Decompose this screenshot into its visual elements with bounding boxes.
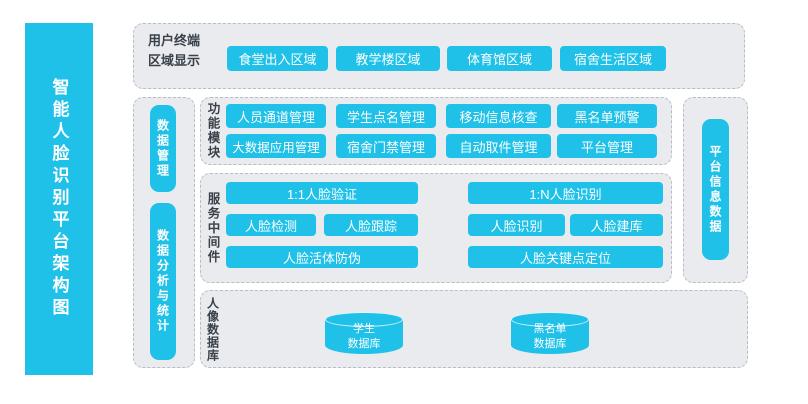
- service-middleware-label: 服务中间件: [205, 191, 220, 265]
- node-auto-pickup-mgmt: 自动取件管理: [446, 134, 551, 158]
- user-terminal-label-line1: 用户终端: [148, 33, 201, 48]
- cylinder-top-ellipse: [511, 312, 589, 327]
- node-gymnasium-region: 体育馆区域: [447, 46, 552, 71]
- cylinder-top-ellipse: [325, 312, 403, 327]
- blacklist-database-label: 黑名单 数据库: [511, 322, 589, 352]
- node-blacklist-alert: 黑名单预警: [557, 104, 657, 128]
- portrait-database-panel: [200, 290, 748, 368]
- blacklist-database-line2: 数据库: [533, 338, 567, 350]
- node-mobile-info-check: 移动信息核查: [446, 104, 551, 128]
- user-terminal-label-line2: 区域显示: [148, 53, 201, 68]
- pill-platform-info-data: 平台信息数据: [702, 119, 729, 260]
- node-face-liveness-antispoof: 人脸活体防伪: [226, 246, 418, 268]
- student-database-cylinder: 学生 数据库: [325, 312, 403, 354]
- student-database-label: 学生 数据库: [325, 322, 403, 352]
- node-teaching-building-region: 教学楼区域: [336, 46, 440, 71]
- node-platform-mgmt: 平台管理: [557, 134, 657, 158]
- node-bigdata-app-mgmt: 大数据应用管理: [226, 134, 326, 158]
- pill-data-analysis: 数据分析与统计: [150, 203, 176, 360]
- node-canteen-access-region: 食堂出入区域: [227, 46, 328, 71]
- node-student-rollcall-mgmt: 学生点名管理: [336, 104, 436, 128]
- node-1toN-face-recognition: 1:N人脸识别: [468, 182, 663, 204]
- student-database-line1: 学生: [353, 323, 375, 335]
- node-dorm-access-mgmt: 宿舍门禁管理: [336, 134, 436, 158]
- diagram-title-banner: 智能人脸识别平台架构图: [25, 23, 93, 375]
- node-personnel-channel-mgmt: 人员通道管理: [226, 104, 326, 128]
- pill-data-management: 数据管理: [150, 105, 176, 192]
- node-face-detection: 人脸检测: [226, 214, 316, 236]
- user-terminal-label: 用户终端 区域显示: [148, 31, 200, 71]
- pill-data-management-label: 数据管理: [155, 118, 170, 179]
- node-face-landmark-localization: 人脸关键点定位: [468, 246, 663, 268]
- diagram-title: 智能人脸识别平台架构图: [49, 78, 69, 320]
- node-face-db-building: 人脸建库: [570, 214, 663, 236]
- student-database-line2: 数据库: [347, 338, 381, 350]
- blacklist-database-cylinder: 黑名单 数据库: [511, 312, 589, 354]
- portrait-database-label: 人像数据库: [205, 296, 220, 362]
- node-1to1-face-verification: 1:1人脸验证: [226, 182, 418, 204]
- node-face-recognition: 人脸识别: [468, 214, 565, 236]
- node-dormitory-life-region: 宿舍生活区域: [560, 46, 666, 71]
- pill-data-analysis-label: 数据分析与统计: [155, 229, 170, 334]
- node-face-tracking: 人脸跟踪: [324, 214, 418, 236]
- pill-platform-info-label: 平台信息数据: [708, 144, 722, 235]
- function-module-label: 功能模块: [205, 102, 220, 160]
- blacklist-database-line1: 黑名单: [533, 323, 567, 335]
